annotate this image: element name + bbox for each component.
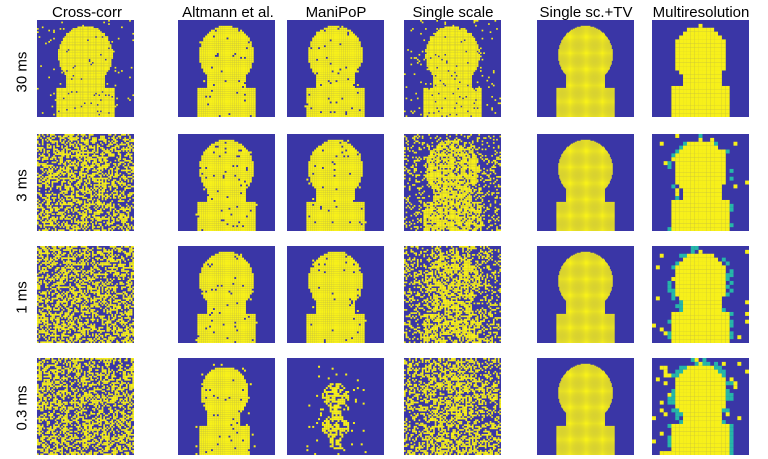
panel-r1-c4	[537, 134, 634, 231]
panel-r1-c2	[287, 134, 384, 231]
panel-r3-c3	[404, 358, 501, 455]
column-header-3: Single scale	[413, 4, 494, 21]
panel-r0-c1	[178, 20, 275, 117]
panel-r2-c4	[537, 246, 634, 343]
column-header-0: Cross-corr	[52, 4, 122, 21]
panel-r2-c0	[37, 246, 134, 343]
panel-r0-c5	[652, 20, 749, 117]
panel-r3-c5	[652, 358, 749, 455]
panel-r3-c1	[178, 358, 275, 455]
panel-r0-c0	[37, 20, 134, 117]
column-header-1: Altmann et al.	[182, 4, 274, 21]
panel-r3-c4	[537, 358, 634, 455]
panel-r1-c5	[652, 134, 749, 231]
panel-r0-c2	[287, 20, 384, 117]
panel-r2-c1	[178, 246, 275, 343]
panel-r2-c2	[287, 246, 384, 343]
column-header-4: Single sc.+TV	[540, 4, 633, 21]
panel-r1-c1	[178, 134, 275, 231]
panel-r0-c3	[404, 20, 501, 117]
panel-r1-c3	[404, 134, 501, 231]
row-label-3: 0.3 ms	[2, 385, 42, 430]
panel-r3-c2	[287, 358, 384, 455]
row-label-1: 3 ms	[2, 169, 42, 202]
panel-r2-c5	[652, 246, 749, 343]
panel-r1-c0	[37, 134, 134, 231]
row-label-2: 1 ms	[2, 281, 42, 314]
panel-r0-c4	[537, 20, 634, 117]
column-header-5: Multiresolution	[653, 4, 750, 21]
row-label-0: 30 ms	[2, 52, 42, 93]
panel-r3-c0	[37, 358, 134, 455]
column-header-2: ManiPoP	[306, 4, 367, 21]
panel-r2-c3	[404, 246, 501, 343]
